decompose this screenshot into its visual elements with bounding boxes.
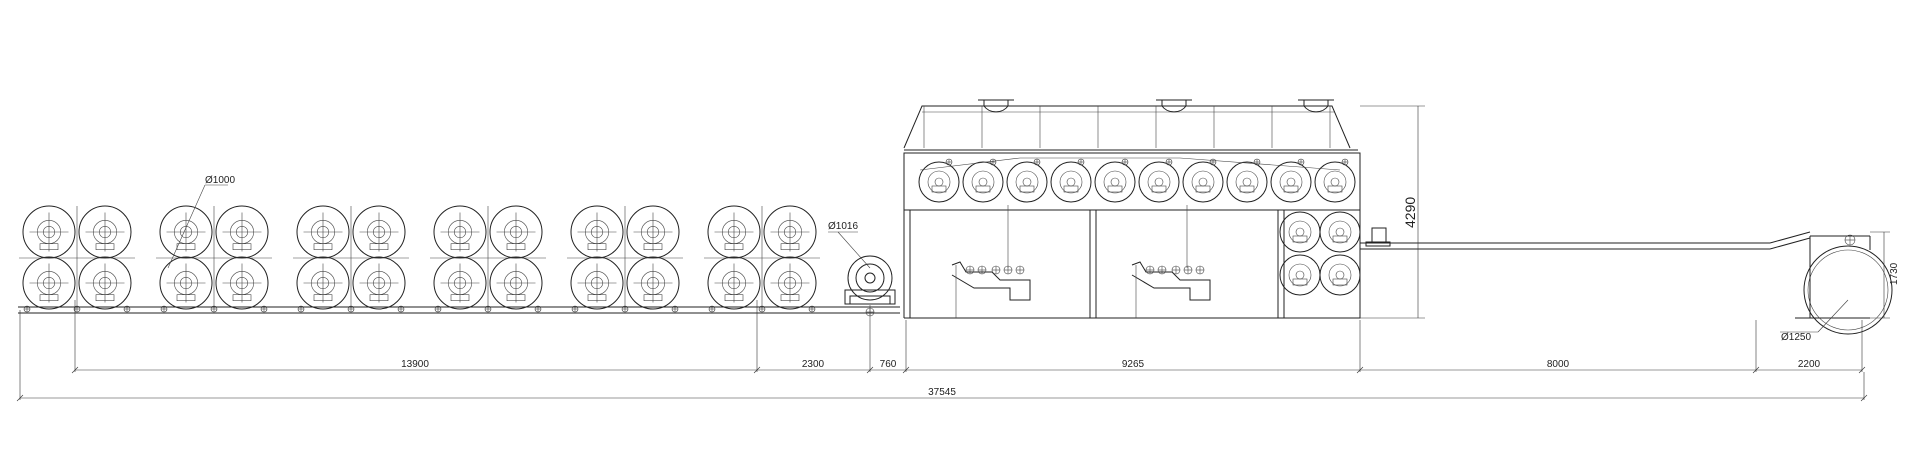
unwind-roll	[352, 256, 406, 310]
dim-2300: 2300	[802, 359, 825, 370]
unwind-roll	[707, 256, 761, 310]
dimension-chain: 13900 2300 760 9265 8000 2200 37545	[16, 300, 1868, 402]
unwind-roll	[78, 256, 132, 310]
drying-can	[1226, 158, 1268, 203]
winder-diameter-label: Ø1250	[1781, 332, 1811, 343]
dim-total: 37545	[928, 387, 956, 398]
coating-unit-2	[1131, 261, 1211, 318]
unwind-roll	[626, 205, 680, 259]
stacked-can	[1319, 254, 1361, 296]
drying-can	[1094, 158, 1136, 203]
unwind-roll	[215, 205, 269, 259]
unwind-stand-1	[19, 205, 135, 313]
unwind-diameter-callout: Ø1000	[167, 175, 235, 269]
unwind-roll	[433, 256, 487, 310]
height-dimension: 4290	[1360, 105, 1425, 319]
drying-can	[1270, 158, 1312, 203]
dim-13900: 13900	[401, 359, 429, 370]
drying-can	[1050, 158, 1092, 203]
winder-height-label: 1730	[1889, 262, 1900, 285]
unwind-roll	[763, 256, 817, 310]
unwind-roll	[570, 256, 624, 310]
dim-2200: 2200	[1798, 359, 1821, 370]
unwind-stand-5	[567, 205, 683, 313]
unwind-roll	[433, 205, 487, 259]
drying-can	[1182, 158, 1224, 203]
unwind-roll	[626, 256, 680, 310]
unwind-roll	[489, 205, 543, 259]
drying-can	[962, 158, 1004, 203]
dim-760: 760	[880, 359, 897, 370]
unwind-stand-3	[293, 205, 409, 313]
drying-can	[1314, 158, 1356, 203]
dim-9265: 9265	[1122, 359, 1145, 370]
drying-can	[918, 158, 960, 203]
unwind-roll	[215, 256, 269, 310]
unwind-roll	[159, 256, 213, 310]
unwind-roll	[159, 205, 213, 259]
stacked-can	[1279, 211, 1321, 253]
unwind-roll	[570, 205, 624, 259]
conveyor-table	[1360, 227, 1811, 250]
unwind-stand-4	[430, 205, 546, 313]
unwind-roll	[78, 205, 132, 259]
unwind-roll	[22, 256, 76, 310]
unwind-roll	[296, 205, 350, 259]
dim-8000: 8000	[1547, 359, 1570, 370]
unwind-stand-6	[704, 205, 820, 313]
drying-can	[1138, 158, 1180, 203]
unwind-stands	[19, 205, 820, 313]
unwind-roll	[707, 205, 761, 259]
base-rail	[18, 306, 900, 314]
coating-unit-1	[951, 261, 1031, 318]
unwind-roll	[489, 256, 543, 310]
drying-can	[1006, 158, 1048, 203]
unwind-roll	[763, 205, 817, 259]
unwind-stand-2	[156, 205, 272, 313]
dryer-section	[903, 99, 1361, 319]
unwind-roll	[352, 205, 406, 259]
stacked-can	[1319, 211, 1361, 253]
height-label: 4290	[1402, 197, 1418, 228]
unwind-diameter-label: Ø1000	[205, 175, 235, 186]
stacked-can	[1279, 254, 1321, 296]
unwind-roll	[22, 205, 76, 259]
unwind-roll	[296, 256, 350, 310]
accumulator-diameter-label: Ø1016	[828, 221, 858, 232]
winder-unit: Ø1250 1730	[1780, 231, 1900, 343]
accumulator-unit: Ø1016	[828, 221, 896, 320]
